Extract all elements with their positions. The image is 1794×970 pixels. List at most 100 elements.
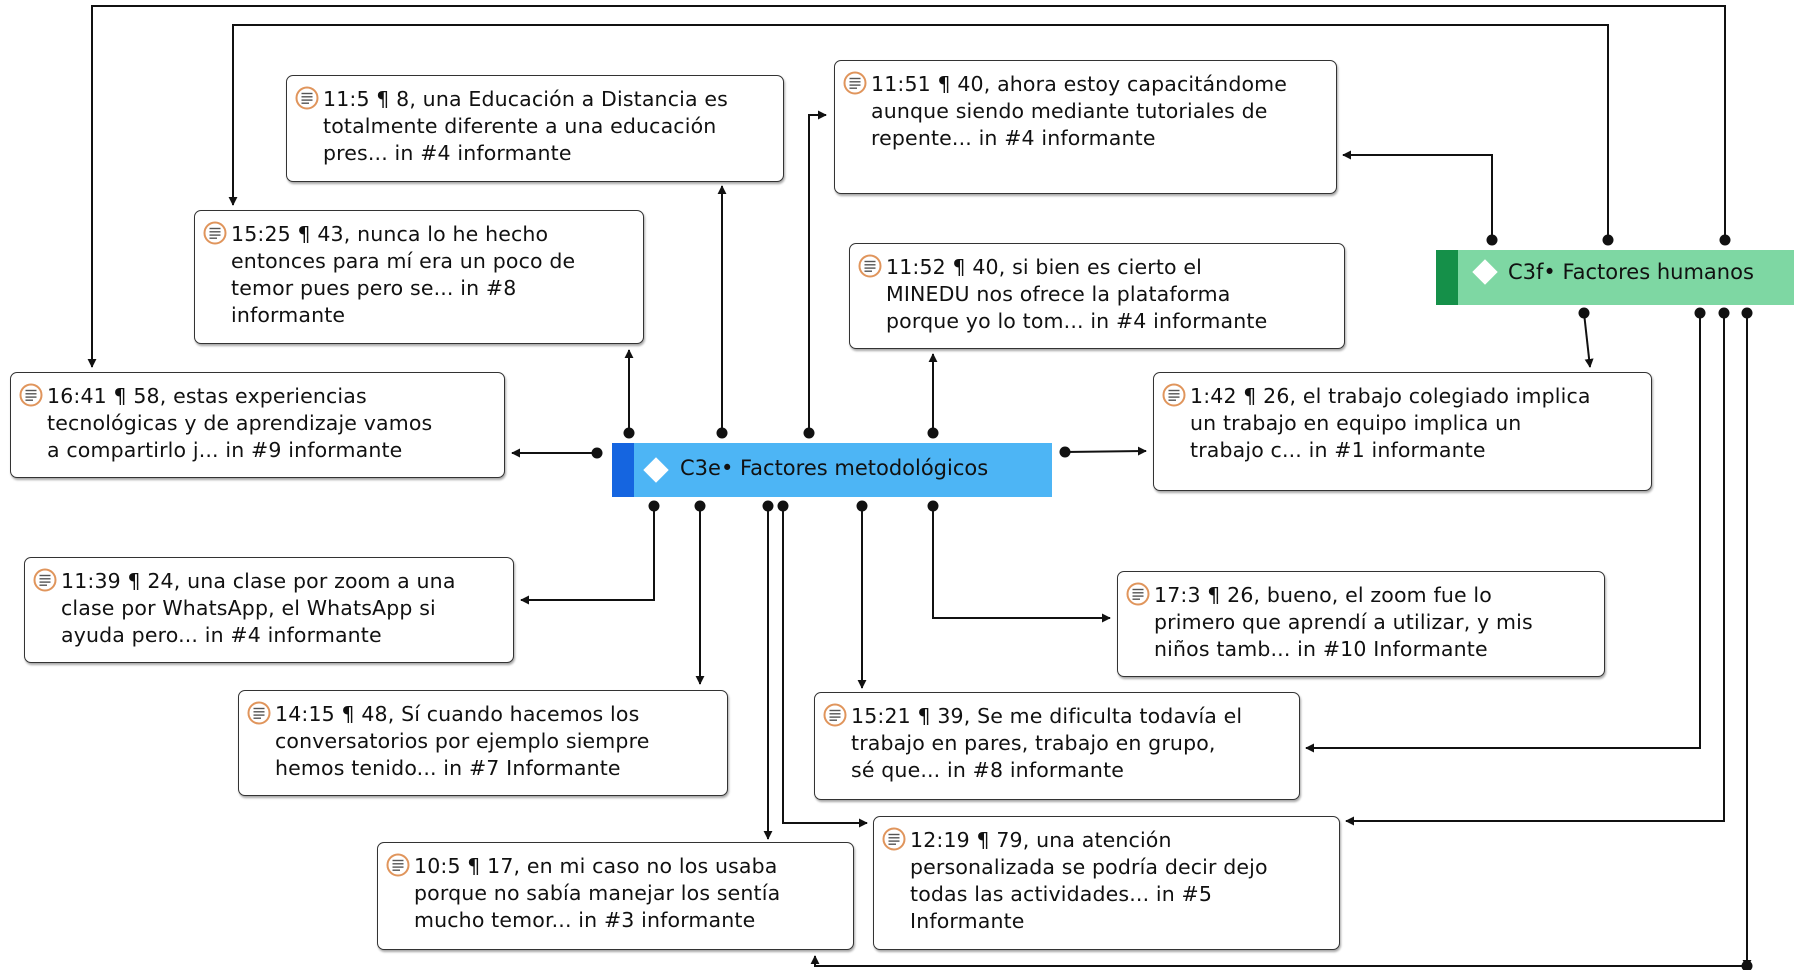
quotation-document-icon xyxy=(295,86,319,110)
quotation-box[interactable]: 12:19 ¶ 79, una atención personalizada se… xyxy=(873,816,1340,950)
quotation-line: 15:21 ¶ 39, Se me dificulta todavía el xyxy=(851,704,1243,728)
quotation-line: trabajo c... in #1 informante xyxy=(1190,438,1486,462)
quotation-line: niños tamb... in #10 Informante xyxy=(1154,637,1488,661)
quotation-line: entonces para mí era un poco de xyxy=(231,249,576,273)
quotation-document-icon xyxy=(843,71,867,95)
quotation-document-icon xyxy=(203,221,227,245)
quotation-line: 14:15 ¶ 48, Sí cuando hacemos los xyxy=(275,702,640,726)
quotation-document-icon xyxy=(386,853,410,877)
quotation-box[interactable]: 15:21 ¶ 39, Se me dificulta todavía el tr… xyxy=(814,692,1300,800)
link-start-dot xyxy=(1578,307,1590,319)
quotation-line: trabajo en pares, trabajo en grupo, xyxy=(851,731,1216,755)
quotation-line: temor pues pero se... in #8 xyxy=(231,276,517,300)
quotation-line: 10:5 ¶ 17, en mi caso no los usaba xyxy=(414,854,778,878)
quotation-line: todas las actividades... in #5 xyxy=(910,882,1213,906)
quotation-document-icon xyxy=(823,703,847,727)
link-start-dot xyxy=(716,427,728,439)
quotation-line: conversatorios por ejemplo siempre xyxy=(275,729,650,753)
link-edge xyxy=(87,5,1726,368)
quotation-box[interactable]: 1:42 ¶ 26, el trabajo colegiado implica u… xyxy=(1153,372,1652,491)
quotation-line: personalizada se podría decir dejo xyxy=(910,855,1268,879)
quotation-box[interactable]: 16:41 ¶ 58, estas experiencias tecnológic… xyxy=(10,372,505,478)
link-start-dot xyxy=(1059,446,1071,458)
quotation-line: 11:52 ¶ 40, si bien es cierto el xyxy=(886,255,1203,279)
quotation-line: tecnológicas y de aprendizaje vamos xyxy=(47,411,433,435)
quotation-line: aunque siendo mediante tutoriales de xyxy=(871,99,1268,123)
quotation-box[interactable]: 17:3 ¶ 26, bueno, el zoom fue lo primero … xyxy=(1117,571,1605,677)
link-edge xyxy=(1583,312,1594,368)
quotation-box[interactable]: 15:25 ¶ 43, nunca lo he hecho entonces pa… xyxy=(194,210,644,344)
link-start-dot xyxy=(803,427,815,439)
quotation-line: totalmente diferente a una educación xyxy=(323,114,717,138)
code-label: C3e• Factores metodológicos xyxy=(680,456,989,480)
code-label: C3f• Factores humanos xyxy=(1508,260,1754,284)
quotation-line: a compartirlo j... in #9 informante xyxy=(47,438,403,462)
quotation-text: 11:51 ¶ 40, ahora estoy capacitándome aun… xyxy=(871,71,1324,152)
quotation-text: 17:3 ¶ 26, bueno, el zoom fue lo primero … xyxy=(1154,582,1592,663)
quotation-line: 11:39 ¶ 24, una clase por zoom a una xyxy=(61,569,456,593)
quotation-document-icon xyxy=(882,827,906,851)
quotation-line: pres... in #4 informante xyxy=(323,141,572,165)
quotation-text: 11:52 ¶ 40, si bien es cierto el MINEDU n… xyxy=(886,254,1332,335)
quotation-line: 11:51 ¶ 40, ahora estoy capacitándome xyxy=(871,72,1288,96)
code-color-stripe xyxy=(1436,250,1458,305)
link-edge xyxy=(1345,313,1725,826)
quotation-document-icon xyxy=(19,383,43,407)
link-start-dot xyxy=(694,500,706,512)
quotation-text: 16:41 ¶ 58, estas experiencias tecnológic… xyxy=(47,383,492,464)
quotation-line: sé que... in #8 informante xyxy=(851,758,1125,782)
link-edge xyxy=(1342,150,1493,240)
quotation-line: 11:5 ¶ 8, una Educación a Distancia es xyxy=(323,87,728,111)
quotation-text: 1:42 ¶ 26, el trabajo colegiado implica u… xyxy=(1190,383,1639,464)
quotation-text: 14:15 ¶ 48, Sí cuando hacemos los convers… xyxy=(275,701,715,782)
link-edge xyxy=(228,24,1609,240)
link-start-dot xyxy=(1719,234,1731,246)
quotation-box[interactable]: 11:5 ¶ 8, una Educación a Distancia es to… xyxy=(286,75,784,182)
quotation-line: 17:3 ¶ 26, bueno, el zoom fue lo xyxy=(1154,583,1492,607)
link-start-dot xyxy=(762,500,774,512)
quotation-box[interactable]: 11:52 ¶ 40, si bien es cierto el MINEDU n… xyxy=(849,243,1345,349)
quotation-line: 1:42 ¶ 26, el trabajo colegiado implica xyxy=(1190,384,1591,408)
quotation-box[interactable]: 14:15 ¶ 48, Sí cuando hacemos los convers… xyxy=(238,690,728,796)
quotation-line: 16:41 ¶ 58, estas experiencias xyxy=(47,384,367,408)
link-start-dot xyxy=(591,447,603,459)
quotation-line: MINEDU nos ofrece la plataforma xyxy=(886,282,1231,306)
link-start-dot xyxy=(927,500,939,512)
quotation-line: 12:19 ¶ 79, una atención xyxy=(910,828,1172,852)
quotation-box[interactable]: 10:5 ¶ 17, en mi caso no los usaba porque… xyxy=(377,842,854,950)
quotation-text: 15:21 ¶ 39, Se me dificulta todavía el tr… xyxy=(851,703,1287,784)
link-start-dot xyxy=(777,500,789,512)
quotation-text: 10:5 ¶ 17, en mi caso no los usaba porque… xyxy=(414,853,841,934)
link-edge xyxy=(782,506,868,828)
quotation-line: mucho temor... in #3 informante xyxy=(414,908,756,932)
quotation-document-icon xyxy=(1126,582,1150,606)
code-diamond-icon xyxy=(1472,259,1498,285)
quotation-text: 11:39 ¶ 24, una clase por zoom a una clas… xyxy=(61,568,501,649)
link-start-dot xyxy=(1694,307,1706,319)
quotation-line: porque no sabía manejar los sentía xyxy=(414,881,781,905)
link-edge xyxy=(808,110,827,433)
quotation-line: ayuda pero... in #4 informante xyxy=(61,623,382,647)
quotation-line: Informante xyxy=(910,909,1025,933)
code-diamond-icon xyxy=(643,457,669,483)
code-node-human-factors[interactable]: C3f• Factores humanos xyxy=(1436,250,1794,305)
link-edge xyxy=(1064,446,1147,456)
code-node-methodological-factors[interactable]: C3e• Factores metodológicos xyxy=(612,443,1052,497)
link-edge xyxy=(810,955,1747,967)
quotation-text: 12:19 ¶ 79, una atención personalizada se… xyxy=(910,827,1327,935)
quotation-line: un trabajo en equipo implica un xyxy=(1190,411,1522,435)
code-color-stripe xyxy=(612,443,634,497)
link-edge xyxy=(932,506,1111,623)
quotation-box[interactable]: 11:39 ¶ 24, una clase por zoom a una clas… xyxy=(24,557,514,663)
quotation-text: 11:5 ¶ 8, una Educación a Distancia es to… xyxy=(323,86,771,167)
link-start-dot xyxy=(623,427,635,439)
link-start-dot xyxy=(1741,960,1753,970)
quotation-line: primero que aprendí a utilizar, y mis xyxy=(1154,610,1533,634)
quotation-line: porque yo lo tom... in #4 informante xyxy=(886,309,1268,333)
quotation-line: 15:25 ¶ 43, nunca lo he hecho xyxy=(231,222,549,246)
quotation-line: clase por WhatsApp, el WhatsApp si xyxy=(61,596,436,620)
quotation-box[interactable]: 11:51 ¶ 40, ahora estoy capacitándome aun… xyxy=(834,60,1337,194)
link-start-dot xyxy=(648,500,660,512)
link-start-dot xyxy=(1718,307,1730,319)
